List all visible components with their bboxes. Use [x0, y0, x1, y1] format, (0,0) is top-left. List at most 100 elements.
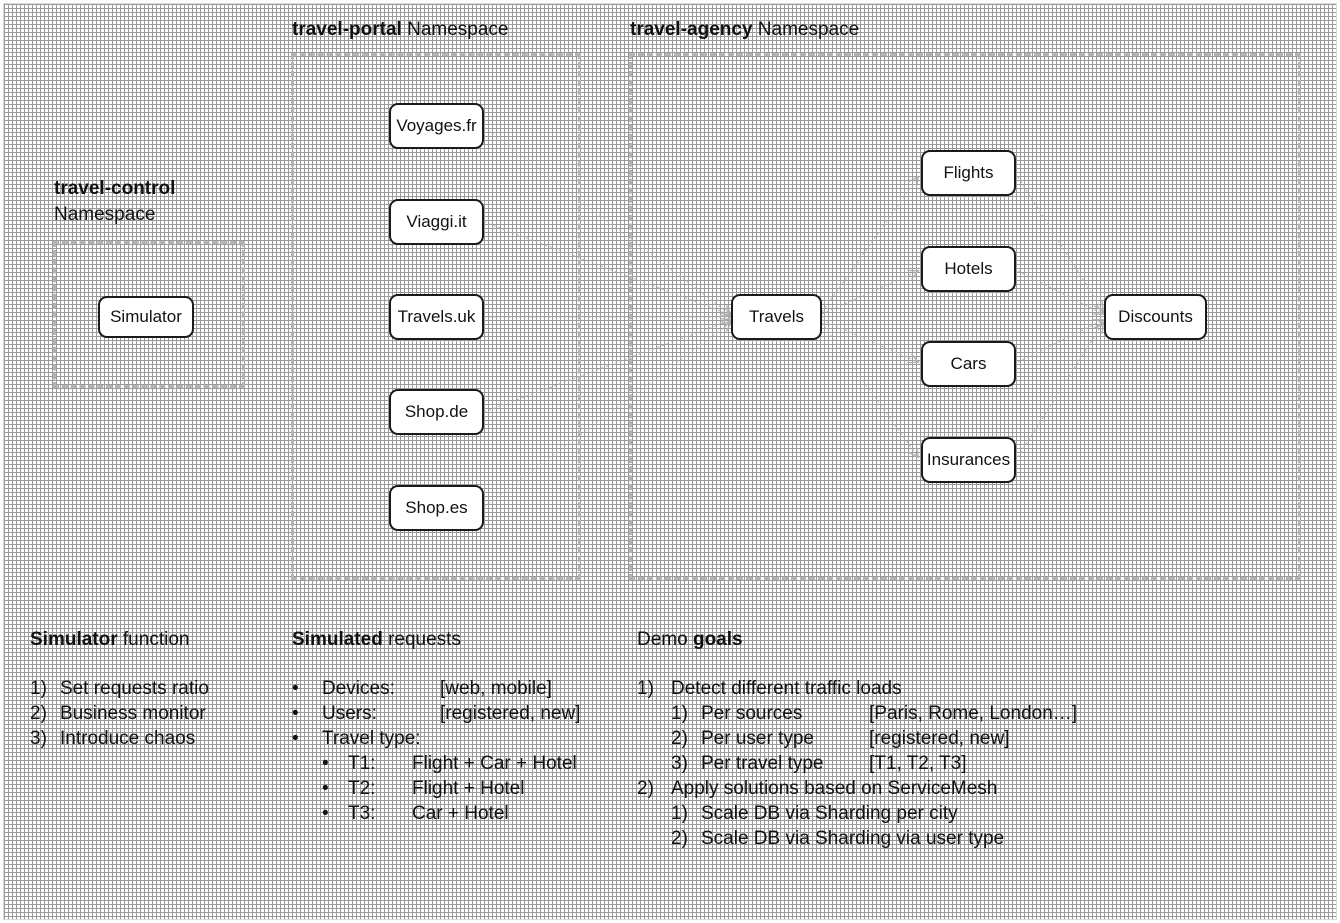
- node-label-travels: Travels: [748, 307, 805, 326]
- list-text: Detect different traffic loads: [671, 678, 902, 699]
- list-text: T3:: [348, 803, 376, 824]
- list-item: • Users: [registered, new]: [292, 701, 622, 726]
- list-marker: •: [292, 728, 299, 749]
- list-text: Scale DB via Sharding per city: [701, 803, 958, 824]
- namespace-suffix-travel-portal: Namespace: [407, 19, 509, 40]
- list-value: Car + Hotel: [412, 803, 509, 824]
- node-label-simulator: Simulator: [110, 307, 182, 326]
- list-marker: 3): [30, 728, 47, 749]
- node-label-cars: Cars: [950, 354, 987, 373]
- node-discounts[interactable]: Discounts: [1104, 294, 1207, 340]
- list-text: T1:: [348, 753, 376, 774]
- namespace-name-travel-control: travel-control: [54, 178, 176, 199]
- section-demo-goals: Demo goals 1) Detect different traffic l…: [637, 628, 1197, 851]
- list-item: 1) Scale DB via Sharding per city: [637, 801, 1197, 826]
- node-flights[interactable]: Flights: [921, 150, 1016, 196]
- node-label-shop-de: Shop.de: [404, 402, 469, 421]
- section-title-demo-goals: Demo goals: [637, 628, 1197, 652]
- node-label-viaggi-it: Viaggi.it: [406, 212, 467, 231]
- section-title-bold: Simulated: [292, 629, 383, 650]
- list-text: Per user type: [701, 728, 814, 749]
- list-marker: 1): [30, 678, 47, 699]
- namespace-caption-travel-control: travel-control Namespace: [54, 176, 175, 228]
- node-viaggi-it[interactable]: Viaggi.it: [389, 199, 484, 245]
- list-item: • T2: Flight + Hotel: [292, 776, 622, 801]
- list-marker: •: [292, 703, 299, 724]
- list-value: [web, mobile]: [440, 678, 552, 699]
- list-item: • Travel type:: [292, 726, 622, 751]
- node-label-flights: Flights: [943, 163, 994, 182]
- list-text: Scale DB via Sharding via user type: [701, 828, 1005, 849]
- node-label-shop-es: Shop.es: [405, 498, 468, 517]
- section-title-rest: requests: [382, 629, 461, 650]
- node-shop-es[interactable]: Shop.es: [389, 485, 484, 531]
- node-insurances[interactable]: Insurances: [921, 437, 1016, 483]
- list-item: 2) Apply solutions based on ServiceMesh: [637, 776, 1197, 801]
- node-cars[interactable]: Cars: [921, 341, 1016, 387]
- node-label-insurances: Insurances: [926, 450, 1011, 469]
- list-item: 3) Introduce chaos: [30, 726, 280, 751]
- node-shop-de[interactable]: Shop.de: [389, 389, 484, 435]
- list-marker: 2): [30, 703, 47, 724]
- list-item: • T1: Flight + Car + Hotel: [292, 751, 622, 776]
- node-travels[interactable]: Travels: [731, 294, 822, 340]
- list-text: Per sources: [701, 703, 803, 724]
- section-title-simulator-function: Simulator function: [30, 628, 280, 652]
- section-title-rest: function: [117, 629, 190, 650]
- node-travels-uk[interactable]: Travels.uk: [389, 294, 484, 340]
- list-value: Flight + Hotel: [412, 778, 525, 799]
- list-value: [registered, new]: [440, 703, 581, 724]
- section-simulated-requests: Simulated requests • Devices: [web, mobi…: [292, 628, 622, 826]
- list-value: [T1, T2, T3]: [869, 753, 967, 774]
- node-label-discounts: Discounts: [1118, 307, 1193, 326]
- section-simulator-function: Simulator function 1) Set requests ratio…: [30, 628, 280, 751]
- list-marker: •: [322, 778, 329, 799]
- list-value: [Paris, Rome, London…]: [869, 703, 1078, 724]
- list-text: Business monitor: [60, 703, 206, 724]
- list-value: [registered, new]: [869, 728, 1010, 749]
- list-text: Apply solutions based on ServiceMesh: [671, 778, 998, 799]
- list-item: • T3: Car + Hotel: [292, 801, 622, 826]
- list-item: 2) Scale DB via Sharding via user type: [637, 826, 1197, 851]
- list-marker: 1): [637, 678, 654, 699]
- list-marker: 2): [637, 778, 654, 799]
- namespace-caption-travel-agency: travel-agency Namespace: [630, 17, 859, 43]
- list-text: T2:: [348, 778, 376, 799]
- node-hotels[interactable]: Hotels: [921, 246, 1016, 292]
- list-item: 1) Set requests ratio: [30, 676, 280, 701]
- namespace-region-travel-control: [53, 241, 245, 388]
- section-title-bold: Simulator: [30, 629, 118, 650]
- list-marker: •: [292, 678, 299, 699]
- list-item: 1) Per sources [Paris, Rome, London…]: [637, 701, 1197, 726]
- list-marker: 2): [671, 728, 688, 749]
- list-text: Users:: [322, 703, 377, 724]
- list-marker: 3): [671, 753, 688, 774]
- namespace-suffix-travel-agency: Namespace: [757, 19, 860, 40]
- namespace-name-travel-portal: travel-portal: [292, 19, 402, 40]
- list-item: 2) Business monitor: [30, 701, 280, 726]
- list-text: Per travel type: [701, 753, 824, 774]
- section-title-bold: goals: [692, 629, 743, 650]
- node-voyages-fr[interactable]: Voyages.fr: [389, 103, 484, 149]
- list-item: • Devices: [web, mobile]: [292, 676, 622, 701]
- list-item: 1) Detect different traffic loads: [637, 676, 1197, 701]
- node-label-hotels: Hotels: [944, 259, 993, 278]
- section-title-rest: Demo: [637, 629, 693, 650]
- list-marker: •: [322, 753, 329, 774]
- node-label-travels-uk: Travels.uk: [397, 307, 476, 326]
- namespace-suffix-travel-control: Namespace: [54, 204, 156, 225]
- node-simulator[interactable]: Simulator: [98, 296, 194, 338]
- list-item: 3) Per travel type [T1, T2, T3]: [637, 751, 1197, 776]
- namespace-caption-travel-portal: travel-portal Namespace: [292, 17, 508, 43]
- list-marker: •: [322, 803, 329, 824]
- list-marker: 2): [671, 828, 688, 849]
- list-item: 2) Per user type [registered, new]: [637, 726, 1197, 751]
- list-marker: 1): [671, 803, 688, 824]
- node-label-voyages-fr: Voyages.fr: [396, 116, 477, 135]
- list-text: Set requests ratio: [60, 678, 209, 699]
- list-marker: 1): [671, 703, 688, 724]
- list-value: Flight + Car + Hotel: [412, 753, 577, 774]
- list-text: Travel type:: [322, 728, 421, 749]
- namespace-name-travel-agency: travel-agency: [630, 19, 753, 40]
